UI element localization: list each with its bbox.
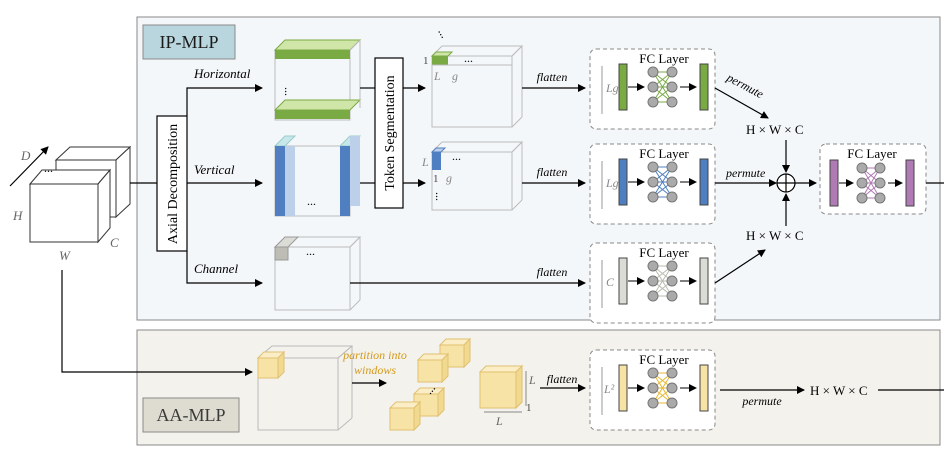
depth-arrow <box>9 146 49 187</box>
fc-layer-vertical <box>589 143 716 225</box>
permute-v-label: permute <box>725 166 766 180</box>
fc-layer-fusion <box>819 143 927 215</box>
fc-c-input: C <box>606 275 615 289</box>
hwc-bottom: H × W × C <box>746 228 804 243</box>
fc-layer-horizontal <box>589 48 716 130</box>
input-dots: ... <box>44 161 53 175</box>
window-l-right: L <box>528 373 536 387</box>
seg-v-dots: ... <box>452 149 461 163</box>
window-l-bottom: L <box>495 414 503 428</box>
permute-h-arrow <box>714 87 769 119</box>
fc-h-input: Lg <box>605 81 619 95</box>
partition-label-1: partition into <box>342 348 407 362</box>
channel-dots: ... <box>306 244 315 258</box>
flatten-v-label: flatten <box>537 165 568 179</box>
vertical-dots: ... <box>307 194 316 208</box>
vertical-slices <box>273 135 362 217</box>
fc-v-title: FC Layer <box>639 146 689 161</box>
seg-v-g: g <box>446 171 452 185</box>
seg-v-l: L <box>421 155 429 169</box>
fc-fusion-title: FC Layer <box>847 146 897 161</box>
seg-h-dots: ... <box>464 51 473 65</box>
channel-slice <box>273 236 362 311</box>
vertical-label: Vertical <box>194 162 235 177</box>
fc-h-title: FC Layer <box>639 51 689 66</box>
aa-mlp-tag <box>142 397 240 433</box>
ip-mlp-title: IP-MLP <box>159 32 218 52</box>
seg-v-dots-vert: ... <box>433 192 447 201</box>
token-segmentation-box <box>374 57 404 209</box>
flatten-h-label: flatten <box>537 70 568 84</box>
channel-label: Channel <box>194 261 238 276</box>
input-d-label: D <box>20 148 31 163</box>
horizontal-label: Horizontal <box>193 66 251 81</box>
window-one: 1 <box>526 402 532 414</box>
window-stack <box>478 364 527 413</box>
seg-h-one: 1 <box>423 55 429 67</box>
hwc-aa: H × W × C <box>810 383 868 398</box>
input-h-label: H <box>12 208 23 223</box>
branch-channel-line <box>186 251 263 287</box>
horizontal-dots: ... <box>282 87 296 96</box>
fc-c-title: FC Layer <box>639 245 689 260</box>
segmented-horizontal-cube <box>430 45 524 128</box>
axial-decomposition-box <box>156 115 188 252</box>
aa-mlp-title: AA-MLP <box>156 405 225 425</box>
branch-horizontal-line <box>186 84 263 116</box>
input-tensor <box>28 145 132 244</box>
seg-v-one: 1 <box>433 173 439 185</box>
hwc-top: H × W × C <box>746 122 804 137</box>
input-to-aa-line <box>61 270 253 376</box>
window-cubes <box>388 337 472 432</box>
ip-mlp-tag <box>142 24 236 60</box>
input-w-label: W <box>59 248 71 263</box>
permute-c-arrow <box>714 249 766 284</box>
fc-v-input: Lg <box>605 176 619 190</box>
horizontal-slices <box>273 39 362 121</box>
flatten-aa-label: flatten <box>547 372 578 386</box>
flatten-c-label: flatten <box>537 265 568 279</box>
token-segmentation-label: Token Segmentation <box>383 75 398 190</box>
fc-aa-title: FC Layer <box>639 352 689 367</box>
aa-mlp-panel <box>136 329 941 446</box>
axial-decomposition-label: Axial Decomposition <box>166 124 181 244</box>
aa-input-cube <box>256 345 354 431</box>
input-c-label: C <box>110 235 119 250</box>
fc-aa-input: L² <box>603 382 615 396</box>
segmented-vertical-cube <box>430 141 524 211</box>
seg-h-l: L <box>433 69 441 83</box>
seg-h-g: g <box>452 69 458 83</box>
fc-layer-aa <box>589 349 716 431</box>
ip-mlp-panel <box>136 16 941 321</box>
partition-label-2: windows <box>354 363 396 377</box>
permute-aa-label: permute <box>741 394 782 408</box>
